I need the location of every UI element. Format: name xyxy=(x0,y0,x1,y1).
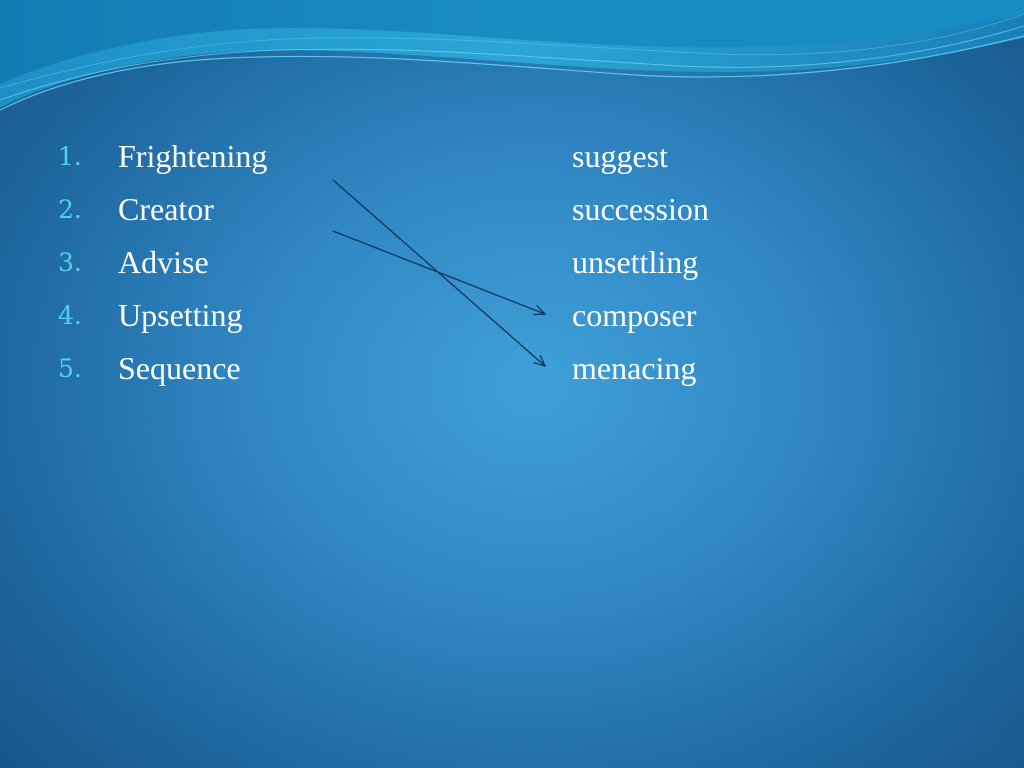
item-number: 2. xyxy=(58,195,82,224)
right-word-list: suggest succession unsettling composer m… xyxy=(572,130,709,395)
match-word: unsettling xyxy=(572,244,699,280)
item-word: Sequence xyxy=(118,350,241,386)
item-number: 4. xyxy=(58,301,82,330)
item-number: 3. xyxy=(58,248,82,277)
item-word: Upsetting xyxy=(118,297,243,333)
item-word: Advise xyxy=(118,244,209,280)
item-word: Frightening xyxy=(118,138,268,174)
list-item: 5. Sequence xyxy=(58,342,267,395)
match-word: succession xyxy=(572,191,709,227)
list-item: 1. Frightening xyxy=(58,130,267,183)
match-word: suggest xyxy=(572,138,668,174)
item-number: 5. xyxy=(58,354,82,383)
arrow-frightening-to-menacing xyxy=(332,179,547,368)
list-item: 3. Advise xyxy=(58,236,267,289)
list-item: 4. Upsetting xyxy=(58,289,267,342)
match-word: composer xyxy=(572,297,697,333)
header-wave-decoration xyxy=(0,0,1024,111)
item-number: 1. xyxy=(58,142,82,171)
item-word: Creator xyxy=(118,191,214,227)
arrow-creator-to-composer xyxy=(332,230,547,316)
left-word-list: 1. Frightening 2. Creator 3. Advise 4. U… xyxy=(58,130,267,395)
list-item: 2. Creator xyxy=(58,183,267,236)
match-word: menacing xyxy=(572,350,697,386)
